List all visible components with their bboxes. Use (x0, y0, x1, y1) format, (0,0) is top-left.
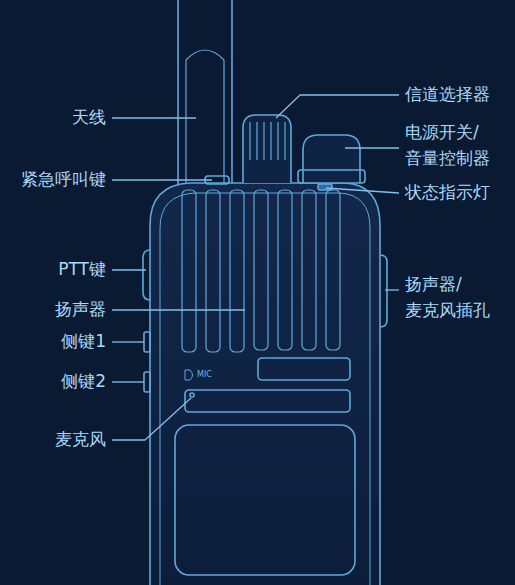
side-button-2 (144, 372, 150, 392)
panel-small (258, 358, 350, 380)
body-inner-edge (160, 193, 370, 585)
leader-line (385, 289, 399, 290)
antenna (178, 0, 232, 185)
knob-ridge (263, 122, 264, 160)
leader-line (112, 381, 144, 382)
leader-lines (112, 95, 399, 440)
knob-ridge (256, 122, 257, 160)
grille-slot (230, 190, 244, 352)
leader-line (276, 95, 399, 118)
knob-ridge (284, 122, 285, 160)
part-label: 侧键1 (0, 329, 106, 355)
part-label: 麦克风 (0, 427, 106, 453)
part-label: 侧键2 (0, 369, 106, 395)
grille-slot (206, 190, 220, 352)
channel-knob (243, 115, 291, 183)
part-label: 扬声器 (0, 297, 106, 323)
status-led (318, 184, 332, 190)
grille-slot (182, 190, 196, 352)
mic-hole (190, 393, 194, 397)
grille-slot (254, 190, 268, 350)
leader-line (112, 341, 144, 342)
part-label: 天线 (0, 105, 106, 131)
part-label: 紧急呼叫键 (0, 167, 106, 193)
part-label: 电源开关/ 音量控制器 (405, 120, 511, 171)
part-label: 状态指示灯 (405, 180, 513, 206)
knob-ridge (277, 122, 278, 160)
leader-line (112, 309, 245, 310)
leader-line (112, 117, 196, 118)
grille-slot (326, 190, 340, 350)
volume-knob (303, 135, 360, 183)
part-label: PTT键 (0, 257, 106, 283)
device-marking: MIC (197, 371, 227, 379)
knob-ridge (270, 122, 271, 160)
part-label: 信道选择器 (405, 82, 513, 108)
radio-body (150, 183, 380, 585)
leader-line (112, 269, 146, 270)
leader-line (112, 179, 212, 180)
part-label: 扬声器/ 麦克风插孔 (405, 272, 511, 323)
leader-line (112, 398, 191, 440)
knob-ridge (249, 122, 250, 160)
ptt-button (143, 250, 150, 300)
mic-icon (185, 370, 193, 380)
speaker-mic-jack (380, 255, 387, 327)
display-panel (175, 425, 355, 575)
volume-knob-base (298, 170, 365, 183)
grille-slot (278, 190, 292, 350)
panel-mic (185, 390, 350, 412)
leader-line (345, 147, 399, 148)
leader-line (326, 188, 399, 193)
grille-slot (302, 190, 316, 350)
side-button-1 (144, 332, 150, 352)
